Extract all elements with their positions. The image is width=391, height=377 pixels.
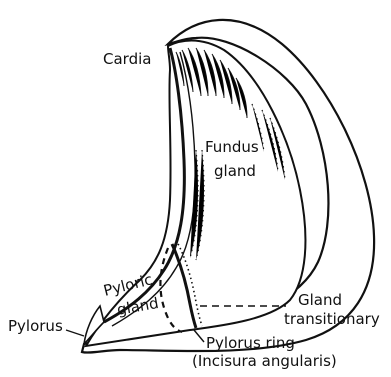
label-cardia: Cardia bbox=[103, 50, 151, 68]
label-pylorus: Pylorus bbox=[8, 317, 63, 335]
label-gland: Gland bbox=[298, 291, 342, 309]
label-fundus-line2: gland bbox=[214, 162, 256, 180]
pylorus-leader bbox=[66, 330, 84, 336]
label-pylorus-ring: Pylorus ring bbox=[206, 334, 295, 352]
label-transitionary: transitionary bbox=[284, 310, 380, 328]
label-fundus-line1: Fundus bbox=[205, 138, 259, 156]
label-incisura-angularis: (Incisura angularis) bbox=[192, 352, 337, 370]
